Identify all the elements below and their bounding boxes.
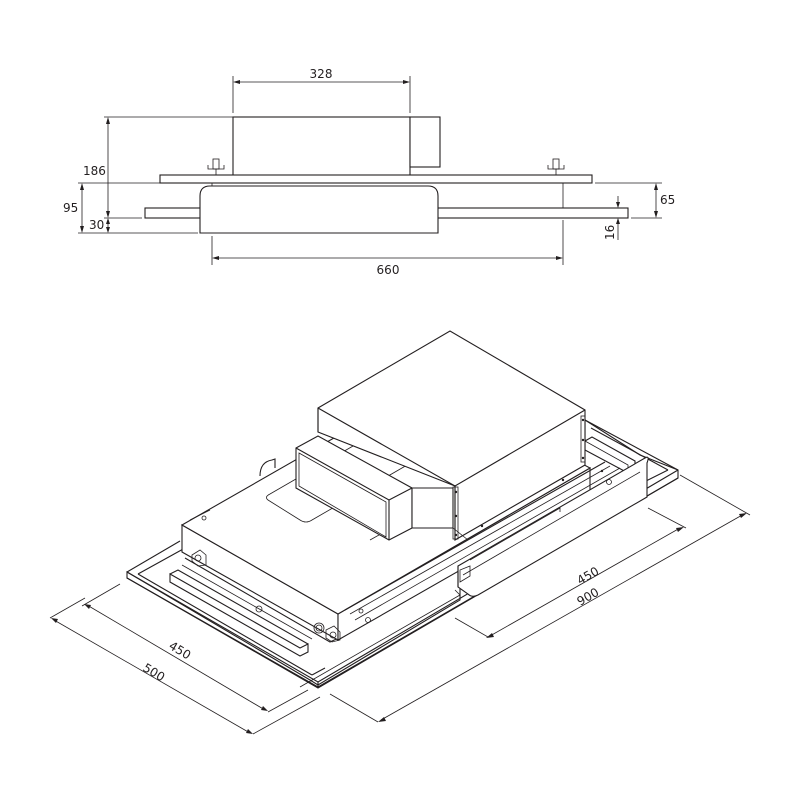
side-view: 328 186 95 30 xyxy=(63,67,675,277)
bolt-icon-left xyxy=(207,158,225,175)
rail-right xyxy=(436,207,629,219)
motor-box xyxy=(317,330,586,541)
dim-label-16: 16 xyxy=(603,225,617,240)
dim-label-65: 65 xyxy=(660,193,675,207)
duct-outlet xyxy=(409,116,441,168)
dim-95: 95 xyxy=(63,182,160,233)
dim-label-328: 328 xyxy=(310,67,333,81)
isometric-view: 450 500 450 900 xyxy=(49,330,751,735)
dim-30: 30 xyxy=(78,217,198,234)
slider-channel xyxy=(299,456,649,688)
dim-label-186: 186 xyxy=(83,164,106,178)
dim-186: 186 xyxy=(83,116,233,218)
dim-label-left-450: 450 xyxy=(166,639,193,663)
dim-label-660: 660 xyxy=(377,263,400,277)
dim-328: 328 xyxy=(232,67,411,113)
dim-label-95: 95 xyxy=(63,201,78,215)
dim-65: 65 xyxy=(595,182,675,219)
top-box xyxy=(232,116,411,178)
dim-label-right-450: 450 xyxy=(575,564,602,588)
mounting-plate xyxy=(159,174,593,184)
rail-left xyxy=(144,207,202,219)
handle-tab xyxy=(259,458,276,477)
dim-16: 16 xyxy=(603,196,620,240)
dim-label-30: 30 xyxy=(89,218,104,232)
dim-660: 660 xyxy=(211,220,564,277)
dim-label-900: 900 xyxy=(575,585,602,609)
bolt-icon-right xyxy=(547,158,565,175)
duct-outlet-box xyxy=(295,435,469,541)
hood-body xyxy=(199,185,439,234)
dim-label-500: 500 xyxy=(140,661,167,685)
